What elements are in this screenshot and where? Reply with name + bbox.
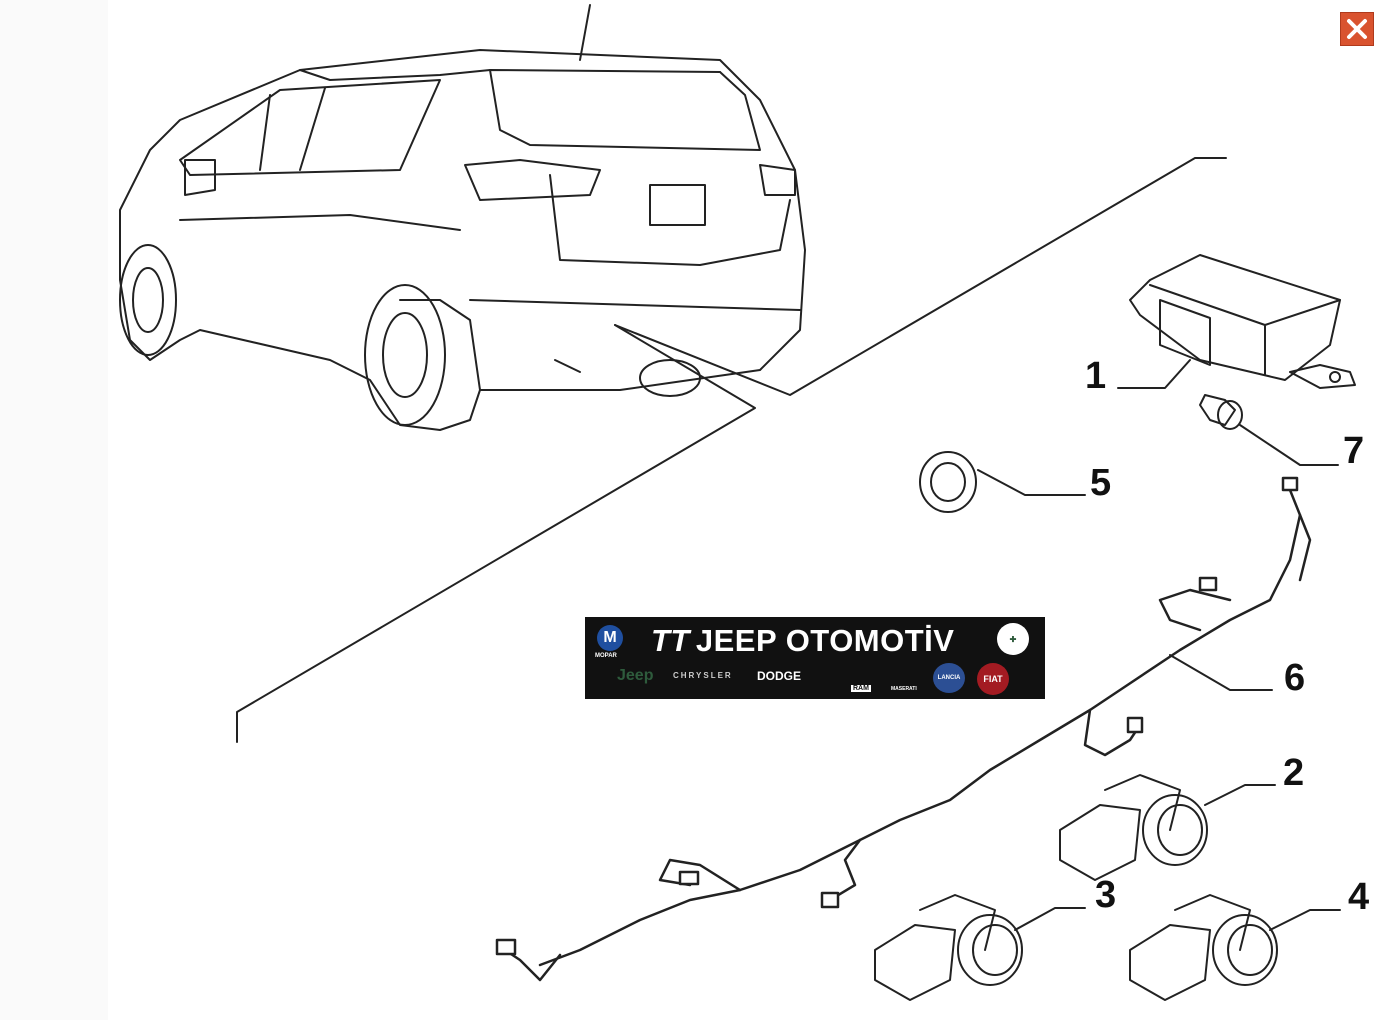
part-4-parking-sensor [1129,894,1341,1001]
callout-7: 7 [1343,430,1365,472]
callout-5: 5 [1090,462,1112,504]
callout-4: 4 [1348,876,1370,918]
lancia-logo: LANCIA [933,663,965,693]
part-3-parking-sensor [874,894,1086,1001]
mopar-logo-icon: M [597,625,623,651]
part-2-parking-sensor [1059,774,1276,881]
mopar-label: MOPAR [595,653,617,659]
close-icon [1347,19,1367,39]
callout-3: 3 [1095,874,1117,916]
close-button[interactable] [1340,12,1374,46]
callout-2: 2 [1283,752,1305,794]
vehicle-rear-view [119,4,806,431]
callout-1: 1 [1085,355,1107,397]
dodge-logo: DODGE [757,669,802,683]
alfa-romeo-logo-icon: ✚ [997,623,1029,655]
maserati-logo: MASERATI [891,686,917,692]
page-margin [0,0,108,1020]
part-6-wiring-harness [495,476,1312,982]
fiat-logo: FIAT [977,663,1009,695]
jeep-logo: Jeep [617,667,654,684]
part-7-clip [1199,394,1339,466]
chrysler-logo: CHRYSLER [673,671,733,680]
detail-outline [236,157,1227,743]
callout-6: 6 [1284,657,1306,699]
tt-logo: TT [651,623,690,658]
part-1-control-module [1117,254,1356,389]
banner-title-text: JEEP OTOMOTİV [695,623,955,658]
part-5-grommet [919,451,1086,513]
ram-logo: RAM [851,685,871,692]
